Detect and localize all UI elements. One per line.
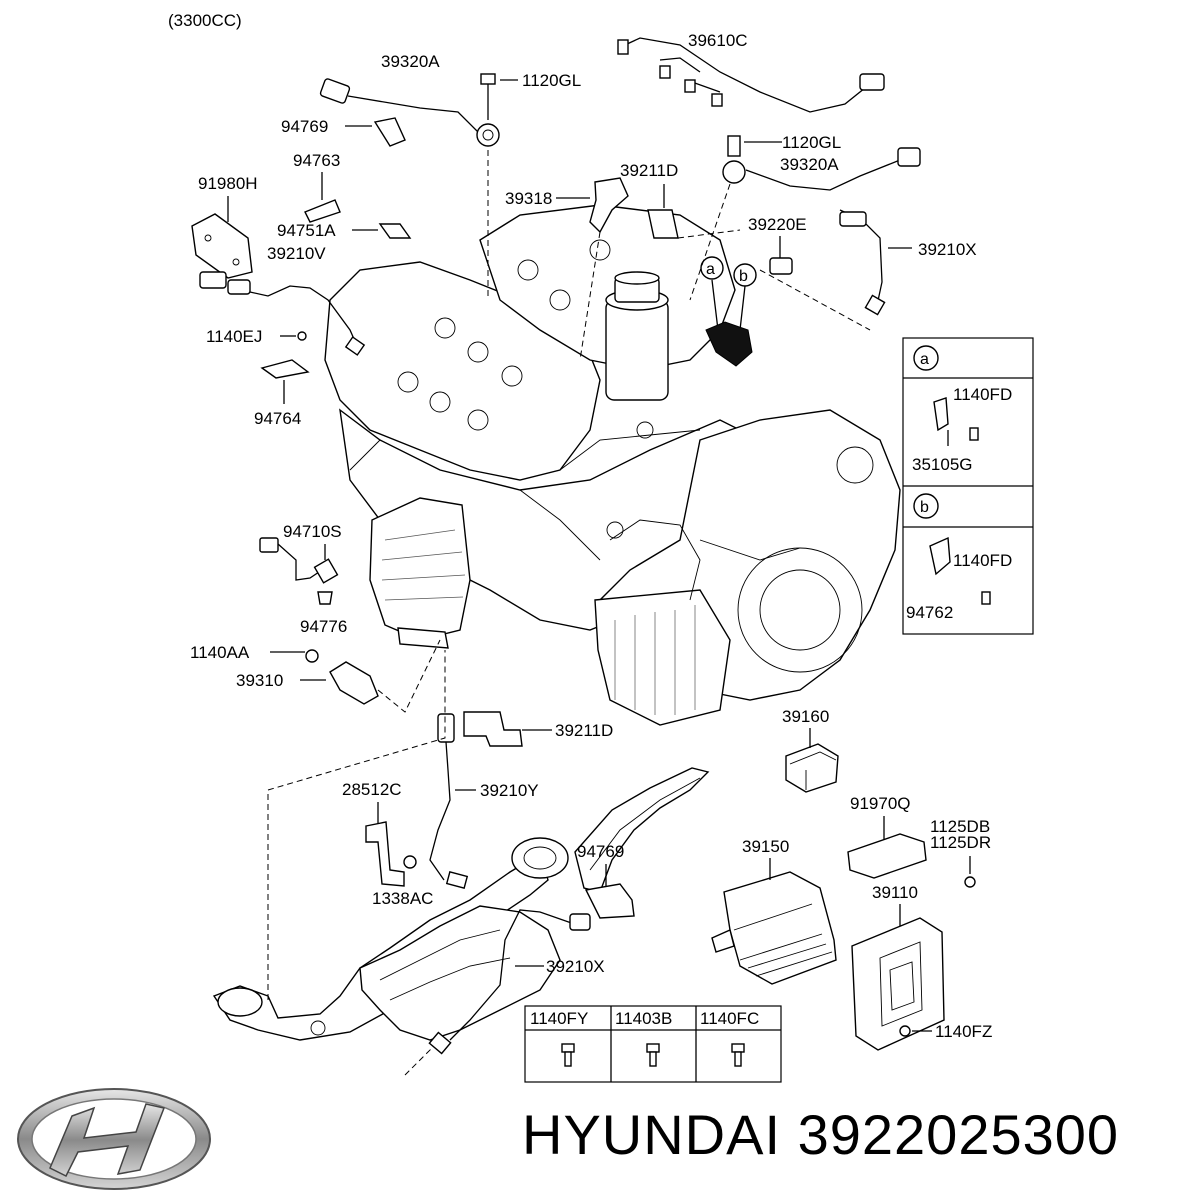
part-label-1125DB: 1125DB — [930, 817, 990, 836]
part-label-39310: 39310 — [236, 671, 283, 690]
knock-sensor-top — [319, 73, 500, 147]
part-label-39150: 39150 — [742, 837, 789, 856]
bolt-table: 1140FY 11403B 1140FC — [524, 1005, 782, 1083]
part-label-39220E: 39220E — [748, 215, 807, 234]
part-label-39210X-low: 39210X — [546, 957, 605, 976]
part-label-28512C: 28512C — [342, 780, 402, 799]
bolt-icon — [731, 1043, 745, 1067]
detail-a-bolt: 1140FD — [953, 385, 1012, 404]
detail-b-bracket: 94762 — [906, 603, 953, 622]
part-label-39211D-top: 39211D — [620, 161, 678, 180]
part-label-1125DR: 1125DR — [930, 833, 991, 852]
detail-a-bracket: 35105G — [912, 455, 973, 474]
part-label-39320A-top: 39320A — [381, 52, 440, 71]
wiring-harness-39610C — [617, 37, 885, 113]
ecu-39110 — [851, 917, 945, 1051]
part-label-91980H: 91980H — [198, 174, 258, 193]
part-label-94769-low: 94769 — [577, 842, 624, 861]
part-label-94776: 94776 — [300, 617, 347, 636]
part-label-94710S: 94710S — [283, 522, 342, 541]
part-label-91970Q: 91970Q — [850, 794, 911, 813]
part-label-39320A-mid: 39320A — [780, 155, 839, 174]
callout-b: b — [739, 268, 748, 285]
detail-b-key: b — [920, 499, 929, 516]
part-label-39211D-low: 39211D — [555, 721, 613, 740]
exhaust-pipe — [212, 837, 569, 1041]
callout-a: a — [706, 261, 715, 278]
part-label-1120GL-top: 1120GL — [522, 71, 581, 90]
part-label-1140AA: 1140AA — [190, 643, 250, 662]
engine-spec-label: (3300CC) — [168, 11, 242, 30]
part-label-39110: 39110 — [872, 883, 918, 902]
brand-part-number: HYUNDAI 3922025300 — [522, 1102, 1119, 1167]
part-label-39210X-top: 39210X — [918, 240, 977, 259]
part-label-1140FZ: 1140FZ — [935, 1022, 992, 1041]
detail-box: a 1140FD 35105G b 1140FD 94762 — [902, 337, 1034, 635]
part-label-39610C: 39610C — [688, 31, 748, 50]
part-label-94763: 94763 — [293, 151, 340, 170]
bracket-91980H — [191, 213, 253, 295]
part-label-94751A: 94751A — [277, 221, 336, 240]
bolt-table-col-1: 1140FY — [530, 1009, 588, 1028]
detail-a-key: a — [920, 351, 929, 368]
engine-assembly — [324, 204, 901, 726]
part-label-1120GL-mid: 1120GL — [782, 133, 841, 152]
bolt-icon — [561, 1043, 575, 1067]
part-number: 3922025300 — [797, 1103, 1120, 1166]
part-label-1140EJ: 1140EJ — [206, 327, 262, 346]
bolt-table-col-3: 1140FC — [700, 1009, 759, 1028]
hyundai-logo-icon — [17, 1088, 211, 1190]
bolt-table-col-2: 11403B — [615, 1009, 672, 1028]
relay-39160 — [785, 743, 839, 793]
bolt-icon — [646, 1043, 660, 1067]
ecu-bracket-39150 — [711, 871, 837, 985]
part-label-39210V: 39210V — [267, 244, 326, 263]
brand-name: HYUNDAI — [522, 1103, 782, 1166]
part-label-94769-top: 94769 — [281, 117, 328, 136]
detail-b-bolt: 1140FD — [953, 551, 1012, 570]
part-label-94764: 94764 — [254, 409, 301, 428]
part-label-39318: 39318 — [505, 189, 552, 208]
part-label-39210Y: 39210Y — [480, 781, 539, 800]
part-label-1338AC: 1338AC — [372, 889, 433, 908]
part-label-39160: 39160 — [782, 707, 829, 726]
